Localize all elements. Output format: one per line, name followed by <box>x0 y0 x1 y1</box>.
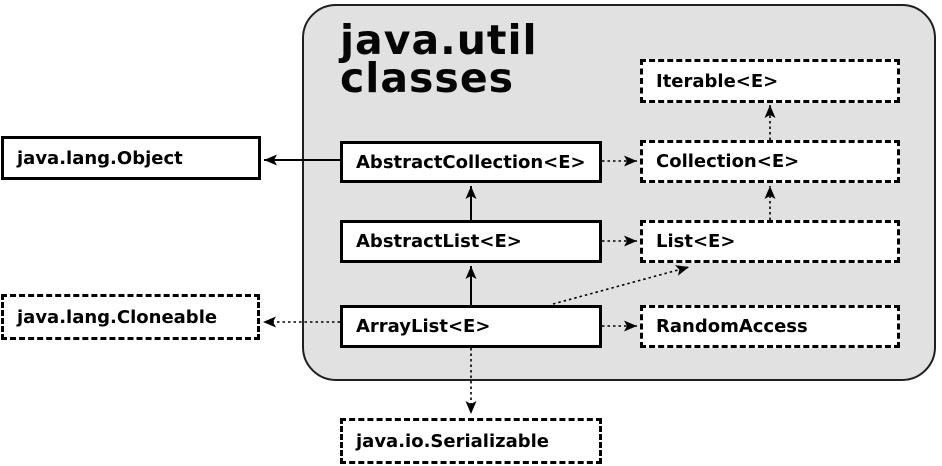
node-iterable: Iterable<E> <box>640 59 900 103</box>
node-label: java.lang.Cloneable <box>17 306 218 328</box>
node-label: AbstractList<E> <box>356 231 522 252</box>
node-label: AbstractCollection<E> <box>356 151 586 173</box>
node-arraylist: ArrayList<E> <box>340 305 602 348</box>
node-list: List<E> <box>640 220 900 263</box>
node-label: java.lang.Object <box>17 147 183 169</box>
package-title-line1: java.util <box>340 16 538 64</box>
node-abstractlist: AbstractList<E> <box>340 220 602 263</box>
node-randomaccess: RandomAccess <box>640 305 900 348</box>
node-label: ArrayList<E> <box>356 316 491 337</box>
node-java-lang-cloneable: java.lang.Cloneable <box>1 294 260 340</box>
node-java-lang-object: java.lang.Object <box>1 136 261 180</box>
node-label: List<E> <box>656 231 736 252</box>
node-abstractcollection: AbstractCollection<E> <box>340 141 602 183</box>
node-label: RandomAccess <box>656 316 808 337</box>
node-label: Collection<E> <box>656 151 800 172</box>
package-title: java.util classes <box>340 16 538 102</box>
package-title-line2: classes <box>340 54 515 102</box>
node-label: java.io.Serializable <box>356 430 549 452</box>
node-label: Iterable<E> <box>656 70 779 92</box>
node-collection: Collection<E> <box>640 140 900 183</box>
node-java-io-serializable: java.io.Serializable <box>340 418 602 464</box>
